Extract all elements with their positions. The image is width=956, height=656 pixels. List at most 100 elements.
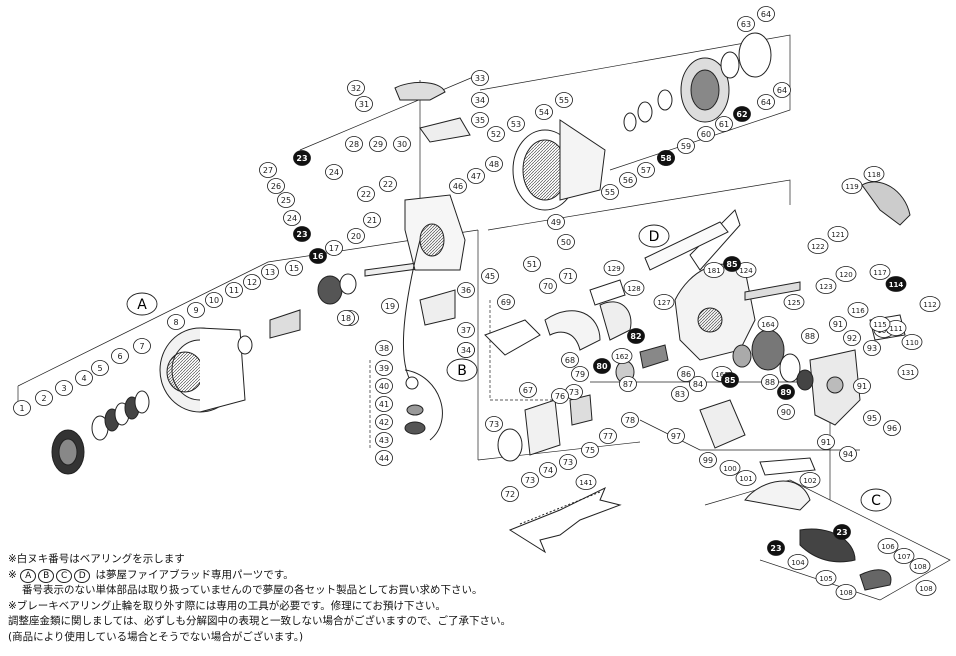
callout-73b: 73	[521, 472, 539, 488]
callout-37: 37	[457, 322, 475, 338]
callout-42-text: 42	[379, 418, 389, 427]
drive-gear	[732, 329, 814, 391]
callout-70-text: 70	[543, 282, 553, 291]
callout-106: 106	[877, 538, 899, 554]
bail-trip	[419, 289, 456, 326]
callout-120: 120	[835, 266, 857, 282]
note-letter-d: D	[74, 568, 91, 583]
callout-8-text: 8	[173, 318, 178, 327]
callout-107: 107	[893, 548, 915, 564]
callout-76: 76	[551, 388, 569, 404]
callout-118-text: 118	[867, 171, 880, 179]
callout-108c: 108	[835, 584, 857, 600]
callout-78-text: 78	[625, 416, 635, 425]
callout-67: 67	[519, 382, 537, 398]
callout-32: 32	[347, 80, 365, 96]
callout-1: 1	[13, 400, 31, 416]
rear-cap	[623, 32, 772, 132]
callout-91b-text: 91	[857, 382, 867, 391]
callout-95-text: 95	[867, 414, 877, 423]
callout-73c-text: 73	[563, 458, 573, 467]
callout-30-text: 30	[397, 140, 407, 149]
callout-122: 122	[807, 238, 829, 254]
callout-105-text: 105	[819, 575, 832, 583]
callout-91c-text: 91	[821, 438, 831, 447]
callout-108-text: 108	[913, 563, 926, 571]
callout-20: 20	[347, 228, 365, 244]
callout-85b-text: 85	[724, 376, 736, 385]
callout-116: 116	[847, 302, 869, 318]
callout-92: 92	[843, 330, 861, 346]
callout-25-text: 25	[281, 196, 291, 205]
callout-35: 35	[471, 112, 489, 128]
callout-73-text: 73	[489, 420, 499, 429]
callout-15-text: 15	[289, 264, 299, 273]
callout-21: 21	[363, 212, 381, 228]
callout-80-filled: 80	[593, 358, 611, 374]
callout-108: 108	[909, 558, 931, 574]
callout-6: 6	[111, 348, 129, 364]
callout-101-text: 101	[739, 475, 752, 483]
note-line-1: ※白ヌキ番号はベアリングを示します	[8, 553, 185, 565]
callout-181-text: 181	[707, 267, 720, 275]
callout-91-text: 91	[833, 320, 843, 329]
callout-71: 71	[559, 268, 577, 284]
callout-27: 27	[259, 162, 277, 178]
callout-13: 13	[261, 264, 279, 280]
oscillation-parts	[484, 279, 632, 356]
callout-16-filled: 16	[309, 248, 327, 264]
callout-36: 36	[457, 282, 475, 298]
callout-34c: 34	[457, 342, 475, 358]
callout-97-text: 97	[671, 432, 681, 441]
callout-90-text: 90	[781, 408, 791, 417]
callout-55b-text: 55	[605, 188, 615, 197]
callout-41: 41	[375, 396, 393, 412]
callout-46-text: 46	[453, 182, 463, 191]
callout-119-text: 119	[845, 183, 858, 191]
callout-112-text: 112	[923, 301, 936, 309]
reel-body	[644, 209, 756, 361]
callout-107-text: 107	[897, 553, 910, 561]
callout-114-text: 114	[889, 281, 904, 289]
callout-2-text: 2	[41, 394, 46, 403]
callout-125-text: 125	[787, 299, 800, 307]
callout-63: 63	[737, 16, 755, 32]
callout-128-text: 128	[627, 285, 640, 293]
callout-9: 9	[187, 302, 205, 318]
callout-20-text: 20	[351, 232, 361, 241]
callout-24-text: 24	[329, 168, 339, 177]
callout-82-filled: 82	[627, 328, 645, 344]
callout-73d: 73	[565, 384, 583, 400]
callout-10-text: 10	[209, 296, 219, 305]
callout-22b-text: 22	[383, 180, 393, 189]
callout-86-text: 86	[681, 370, 691, 379]
callout-22b: 22	[379, 176, 397, 192]
callout-77-text: 77	[603, 432, 613, 441]
callout-52: 52	[487, 126, 505, 142]
section-marker-b-text: B	[457, 363, 467, 379]
callout-26-text: 26	[271, 182, 281, 191]
spool-part	[159, 327, 246, 413]
callout-141: 141	[575, 474, 597, 490]
callout-46: 46	[449, 178, 467, 194]
section-marker-d: D	[638, 224, 670, 248]
callout-29: 29	[369, 136, 387, 152]
note-line-3: 番号表示のない単体部品は取り扱っていませんので夢屋の各セット製品としてお買い求め…	[22, 584, 483, 596]
callout-51: 51	[523, 256, 541, 272]
handle-stand	[861, 181, 911, 341]
callout-106-text: 106	[881, 543, 895, 551]
callout-32-text: 32	[351, 84, 361, 93]
callout-90: 90	[777, 404, 795, 420]
callout-129: 129	[603, 260, 625, 276]
callout-116-text: 116	[851, 307, 865, 315]
section-marker-a-text: A	[137, 297, 147, 313]
callout-127-text: 127	[657, 299, 670, 307]
callout-2: 2	[35, 390, 53, 406]
callout-10: 10	[205, 292, 223, 308]
callout-18-text: 18	[341, 314, 351, 323]
callout-4-text: 4	[81, 374, 86, 383]
callout-9-text: 9	[193, 306, 198, 315]
